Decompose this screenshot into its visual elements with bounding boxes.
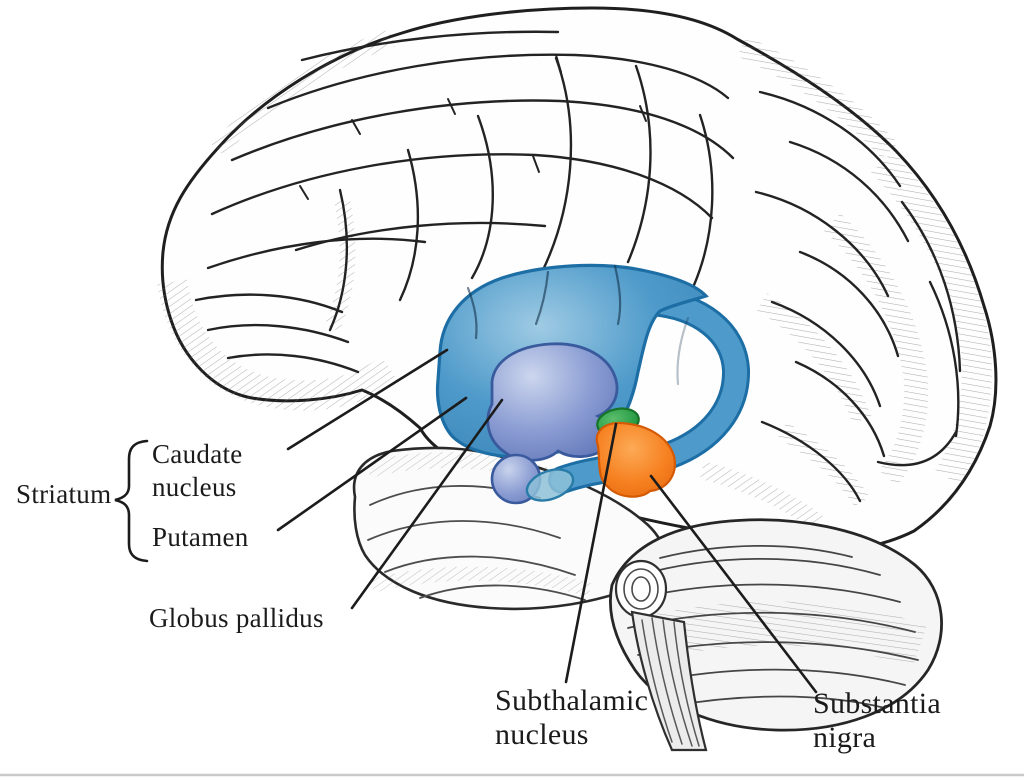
leader-globus-pallidus xyxy=(350,398,504,610)
label-striatum: Striatum xyxy=(16,479,112,509)
brainstem xyxy=(630,610,708,752)
peduncle-knob-ribs xyxy=(623,568,659,610)
label-putamen: Putamen xyxy=(152,522,249,552)
label-subthalamic-nucleus: Subthalamic nucleus xyxy=(495,684,649,751)
leader-substantia-nigra xyxy=(649,474,818,694)
label-substantia-nigra: Substantia nigra xyxy=(813,687,941,754)
leader-caudate xyxy=(286,348,449,451)
sulci-over-caudate xyxy=(466,264,690,386)
striatum-brace xyxy=(114,439,149,563)
brainstem-outline xyxy=(630,610,708,752)
caudate-tail-tip-shape xyxy=(525,468,575,502)
temporal-hatch-2 xyxy=(370,566,592,597)
leader-subthalamic xyxy=(564,422,618,684)
substantia-nigra-shape xyxy=(595,421,676,498)
sulci-lines xyxy=(194,30,962,503)
leader-lines xyxy=(276,348,818,694)
label-globus-pallidus: Globus pallidus xyxy=(149,603,324,633)
leader-putamen xyxy=(276,396,468,532)
temporal-lobe xyxy=(352,446,665,611)
brainstem-fiber-lines xyxy=(641,617,700,747)
label-caudate-nucleus: Caudate nucleus xyxy=(152,439,243,502)
